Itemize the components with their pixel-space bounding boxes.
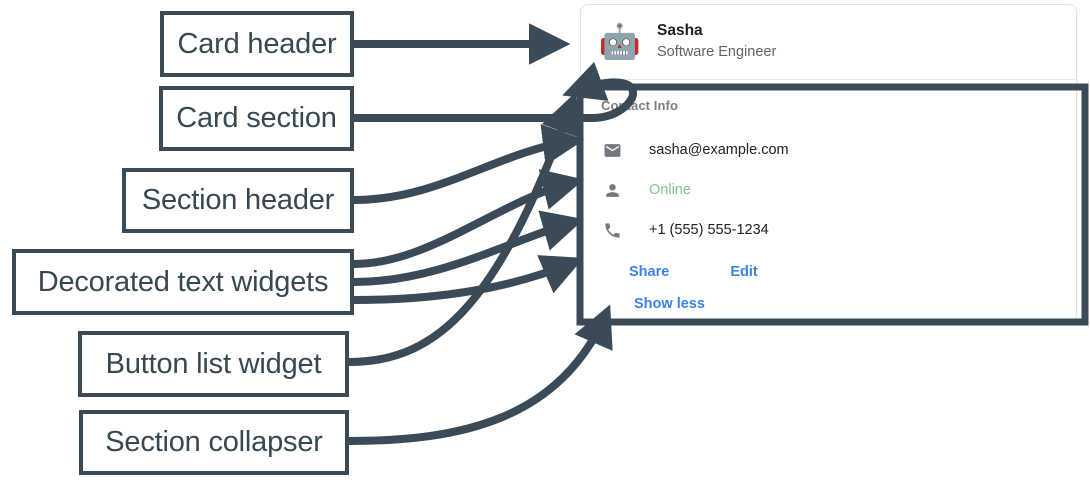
arrow-section-header <box>353 124 585 204</box>
decorated-text-row-status: Online <box>601 170 1076 210</box>
robot-avatar-icon: 🤖 <box>598 23 642 61</box>
arrow-decorated-text-2 <box>353 210 585 286</box>
button-list-widget: Share Edit <box>629 264 1076 280</box>
card-header-title: Sasha <box>657 21 703 39</box>
arrow-button-list <box>348 92 581 366</box>
person-icon <box>601 181 623 200</box>
phone-icon <box>601 221 623 240</box>
status-value: Online <box>649 182 691 198</box>
annotation-label: Section header <box>141 184 335 216</box>
arrow-decorated-text-1 <box>353 169 585 268</box>
email-icon <box>601 141 623 160</box>
email-value: sasha@example.com <box>649 142 789 158</box>
card-header: 🤖 Sasha Software Engineer <box>581 5 1076 79</box>
phone-value: +1 (555) 555-1234 <box>649 222 769 238</box>
annotation-decorated-text-widgets: Decorated text widgets <box>12 249 354 315</box>
profile-card: 🤖 Sasha Software Engineer Contact Info s… <box>580 4 1077 323</box>
annotation-label: Button list widget <box>105 347 322 380</box>
section-header: Contact Info <box>601 98 679 113</box>
annotation-section-header: Section header <box>122 168 354 233</box>
annotation-label: Decorated text widgets <box>37 265 329 298</box>
annotation-section-collapser: Section collapser <box>79 410 349 475</box>
card-section: Contact Info sasha@example.com Online <box>581 80 1076 313</box>
arrow-section-collapser <box>348 304 613 445</box>
edit-button[interactable]: Edit <box>730 264 758 280</box>
show-less-button[interactable]: Show less <box>634 296 705 312</box>
annotation-card-section: Card section <box>159 86 354 151</box>
annotation-label: Card header <box>177 27 337 60</box>
annotation-label: Section collapser <box>105 426 323 458</box>
share-button[interactable]: Share <box>629 264 670 280</box>
annotation-card-header: Card header <box>160 11 354 77</box>
decorated-text-row-phone: +1 (555) 555-1234 <box>601 210 1076 250</box>
card-divider <box>581 79 1076 80</box>
card-header-text: Sasha Software Engineer <box>657 20 776 64</box>
annotation-button-list-widget: Button list widget <box>78 331 349 397</box>
section-collapser: Show less <box>634 295 1076 313</box>
decorated-text-row-email: sasha@example.com <box>601 130 1076 170</box>
card-header-subtitle: Software Engineer <box>657 44 777 61</box>
arrow-decorated-text-3 <box>353 255 584 304</box>
annotation-label: Card section <box>176 102 337 134</box>
